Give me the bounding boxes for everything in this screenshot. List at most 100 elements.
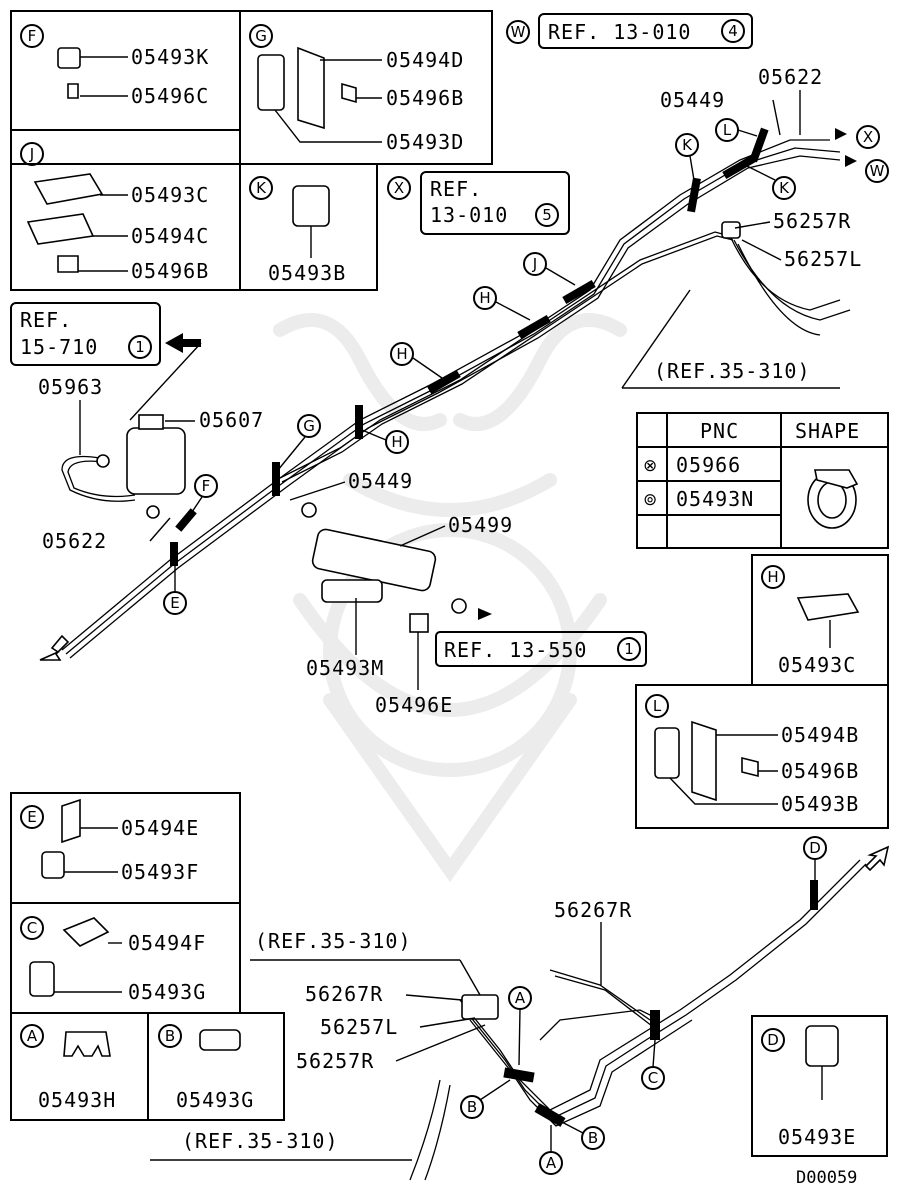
inset-L: L 05494B 05496B 05493B (635, 684, 889, 829)
arrow-outline-icon (39, 634, 70, 661)
dest-x-marker: X (863, 128, 873, 146)
ref-x-marker: X (394, 179, 404, 197)
inset-G-marker (249, 24, 273, 48)
inset-J-marker (20, 142, 44, 166)
part-05493D: 05493D (386, 130, 464, 154)
part-05496B-g: 05496B (386, 86, 464, 110)
callout-K-1: K (682, 136, 693, 154)
ref-box-w: W REF. 13-010 4 (506, 13, 753, 49)
clip-callouts: L K K J H H H G F E A A B B C D (163, 118, 827, 1175)
inset-B: B 05493G (158, 1024, 253, 1112)
label-56267R-left: 56267R (305, 982, 383, 1006)
label-05496E: 05496E (375, 693, 453, 717)
ref-w-text: REF. 13-010 (548, 20, 691, 44)
clip-05966-icon (96, 454, 110, 468)
part-05494F: 05494F (128, 931, 206, 955)
bracket-part (61, 798, 81, 844)
callout-J: J (532, 255, 537, 273)
legend-symbol-2: ⊚ (643, 490, 657, 510)
bracket-part (62, 917, 110, 947)
inset-J-letter: J (29, 145, 34, 163)
inset-A: A 05493H (20, 1024, 116, 1112)
legend-pnc-2: 05493N (676, 487, 754, 511)
clip-05966-icon (146, 505, 160, 519)
label-05493M: 05493M (306, 656, 384, 680)
inset-D-letter: D (767, 1031, 779, 1049)
part-05496B-j: 05496B (131, 259, 209, 283)
destination-markers: X W (856, 125, 889, 183)
connector-lower-part (461, 994, 499, 1020)
part-05493G-c: 05493G (128, 980, 206, 1004)
inset-K-letter: K (256, 179, 267, 197)
diagram-code: D00059 (796, 1168, 857, 1187)
ref-35-310-bottom: (REF.35-310) (182, 1129, 339, 1153)
arrow-right-icon (845, 155, 857, 167)
inset-E-letter: E (27, 808, 36, 826)
ref-15-line2: 15-710 (20, 335, 98, 359)
connector-56257R-part (721, 221, 741, 239)
label-05499: 05499 (448, 513, 513, 537)
label-56257R-top: 56257R (773, 209, 851, 233)
bracket-05493M-part (321, 579, 383, 603)
part-05496B-l: 05496B (781, 759, 859, 783)
part-05494D: 05494D (386, 48, 464, 72)
bracket-part (26, 213, 95, 245)
legend-header-pnc: PNC (700, 419, 739, 443)
clamp-part (33, 173, 104, 205)
part-05493H: 05493H (38, 1088, 116, 1112)
ref-13-550-circle: 1 (624, 640, 634, 658)
legend-table: PNC SHAPE ⊗ 05966 ⊚ 05493N (636, 412, 889, 549)
inset-D: D 05493E (751, 1015, 888, 1157)
legend-symbol-1: ⊗ (643, 456, 657, 476)
label-56267R-right: 56267R (554, 898, 632, 922)
inset-G-letter: G (255, 27, 267, 45)
ref-w-marker: W (511, 23, 526, 41)
ref-w-circle: 4 (728, 22, 738, 40)
ref-35-310-labels: (REF.35-310) (REF.35-310) (REF.35-310) (150, 289, 840, 1161)
dest-w-marker: W (870, 162, 885, 180)
clamp-part (654, 727, 680, 779)
clamp-part (796, 593, 860, 621)
callout-C: C (648, 1069, 658, 1087)
clamp-part (805, 1025, 839, 1067)
clip-bands (170, 127, 818, 1127)
hose-clamp-shape-icon (807, 469, 859, 529)
legend-header-shape: SHAPE (795, 419, 860, 443)
label-05622-left: 05622 (42, 529, 107, 553)
ref-box-x: X REF. 13-010 5 (387, 171, 570, 235)
inset-F-letter: F (28, 27, 37, 45)
part-05493B-k: 05493B (268, 261, 346, 285)
ref-15-line1: REF. (20, 308, 72, 332)
legend-pnc-1: 05966 (676, 453, 741, 477)
valve-part (138, 414, 164, 430)
arrow-right-icon (478, 608, 492, 620)
bolt-part (341, 82, 357, 104)
part-05493E: 05493E (778, 1125, 856, 1149)
ref-x-circle: 5 (542, 206, 552, 224)
ref-box-13-550: REF. 13-550 1 (435, 631, 647, 667)
ring-05493N-icon (451, 598, 467, 614)
arrow-left-icon (165, 333, 201, 353)
label-05449-top: 05449 (660, 88, 725, 112)
bolt-part (57, 255, 79, 273)
ref-13-550-text: REF. 13-550 (444, 638, 587, 662)
callout-E: E (170, 594, 179, 612)
main-labels: 05622 05449 56257R 56257L 05963 05607 05… (38, 65, 861, 1073)
callout-H-3: H (391, 433, 402, 451)
label-05622-top: 05622 (758, 65, 823, 89)
inset-J: J 05493C 05494C 05496B (20, 142, 209, 283)
clamp-part (57, 47, 81, 69)
ref-box-15-710: REF. 15-710 1 (10, 302, 202, 421)
ref-15-circle: 1 (135, 338, 145, 356)
inset-group-bottom-left (10, 792, 285, 1121)
label-05607: 05607 (199, 408, 264, 432)
clamp-part (29, 961, 55, 997)
canister-assembly (61, 221, 741, 1020)
inset-F-marker (20, 24, 44, 48)
label-05449-mid: 05449 (348, 469, 413, 493)
inset-B-letter: B (165, 1027, 175, 1045)
clamp-part (41, 851, 65, 879)
ref-35-310-mid: (REF.35-310) (255, 929, 412, 953)
bracket-part (691, 720, 717, 802)
callout-A-2: A (546, 1154, 557, 1172)
